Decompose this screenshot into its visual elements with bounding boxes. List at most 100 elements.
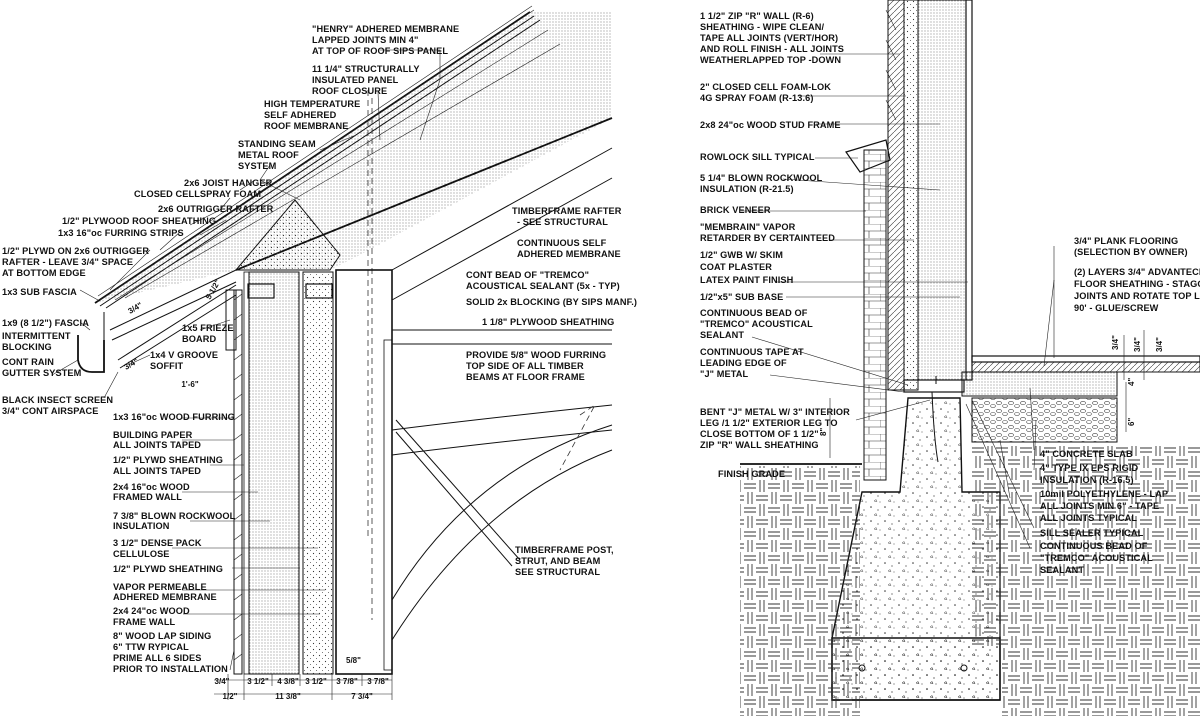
zip-sheathing [887,0,905,391]
dim-label: 3/4" [123,356,141,371]
floor-note: 3/4" PLANK FLOORING [1074,236,1178,246]
dim-label: 4 3/8" [277,677,299,686]
right-note: 1/2"x5" SUB BASE [700,292,783,302]
floor-note: CONTINUOUS BEAD OF [1040,541,1148,551]
floor-note: SILL SEALER TYPICAL [1040,528,1144,538]
left-note: "HENRY" ADHERED MEMBRANE [312,24,459,34]
left-note: BUILDING PAPER [113,430,193,440]
right-note: BENT "J" METAL W/ 3" INTERIOR [700,407,850,417]
floor-note: (SELECTION BY OWNER) [1074,247,1188,257]
left-note: SELF ADHERED [264,110,337,120]
left-note: AT BOTTOM EDGE [2,268,86,278]
right-note: LEADING EDGE OF [700,358,787,368]
dim-label: 1/2" [223,692,238,701]
right-note: "J" METAL [700,369,749,379]
dim-label: 3/4" [127,300,145,315]
left-note: 1/2" PLYWD SHEATHING [113,564,223,574]
left-note: 8" WOOD LAP SIDING [113,631,211,641]
gutter [77,335,105,373]
right-note: 5 1/4" BLOWN ROCKWOOL [700,173,823,183]
left-note: 1/2" PLYWD ON 2x6 OUTRIGGER [2,246,149,256]
left-note: 2x6 JOIST HANGER [184,178,273,188]
right-note: SEALANT [700,330,744,340]
floor-note: "TREMCO" ACOUSTICAL [1040,553,1153,563]
left-note: SOFFIT [150,361,184,371]
center-note: TIMBERFRAME POST, [515,545,614,555]
left-note: INSULATED PANEL [312,75,399,85]
right-detail-notes: 1 1/2" ZIP "R" WALL (R-6)SHEATHING - WIP… [700,11,850,479]
spray-foam-wall [903,0,919,391]
center-note: TOP SIDE OF ALL TIMBER [466,361,584,371]
roof-wall-detail [77,5,613,700]
left-note: 2x4 24"oc WOOD [113,606,190,616]
left-note: HIGH TEMPERATURE [264,99,360,109]
left-note: AT TOP OF ROOF SIPS PANEL [312,46,448,56]
right-note: SHEATHING - WIPE CLEAN/ [700,22,824,32]
right-note: LATEX PAINT FINISH [700,275,794,285]
right-note: BRICK VENEER [700,205,771,215]
right-note: 1 1/2" ZIP "R" WALL (R-6) [700,11,814,21]
left-note: CELLULOSE [113,549,170,559]
floor-note: ALL JOINTS MIN 6" - TAPE [1040,501,1159,511]
left-note: ROOF MEMBRANE [264,121,349,131]
rockwool-wall [248,271,300,675]
left-note: 3/4" CONT AIRSPACE [2,406,99,416]
dim-label: 3/4" [215,677,230,686]
right-note: "MEMBRAIN" VAPOR [700,222,796,232]
left-note: 6" TTW RYPICAL [113,642,189,652]
center-note: SOLID 2x BLOCKING (BY SIPS MANF.) [466,297,637,307]
center-note: TIMBERFRAME RAFTER [512,206,622,216]
right-note: 2x8 24"oc WOOD STUD FRAME [700,120,841,130]
dim-label: 6" [1127,418,1136,426]
left-note: FRAME WALL [113,617,176,627]
floor-note: 4" CONCRETE SLAB [1040,449,1133,459]
right-note: AND ROLL FINISH - ALL JOINTS [700,44,844,54]
floor-slab-notes: 3/4" PLANK FLOORING(SELECTION BY OWNER)(… [1040,236,1200,575]
left-note: PRIOR TO INSTALLATION [113,664,228,674]
floor-note: INSULATION (R-16.5) [1040,475,1134,485]
dim-label: 3/4" [1133,337,1142,352]
left-note: 1x3 SUB FASCIA [2,287,77,297]
center-note: CONTINUOUS SELF [517,238,607,248]
floor-note: 90' - GLUE/SCREW [1074,303,1159,313]
spray-foam [234,199,341,271]
center-note: - SEE STRUCTURAL [517,217,608,227]
lap-siding [233,289,243,675]
dim-label: 3 1/2" [247,677,269,686]
left-note: GUTTER SYSTEM [2,368,82,378]
left-note: BOARD [182,334,216,344]
center-note: CONT BEAD OF "TREMCO" [466,270,589,280]
advantech-sheathing [971,361,1200,373]
left-note: 1x4 V GROOVE [150,350,218,360]
center-note: PROVIDE 5/8" WOOD FURRING [466,350,606,360]
dim-label: 8" [819,428,828,436]
right-note: 4G SPRAY FOAM (R-13.6) [700,93,814,103]
right-note: TAPE ALL JOINTS (VERT/HOR) [700,33,838,43]
left-note: 1x5 FRIEZE [182,323,234,333]
floor-note: JOINTS AND ROTATE TOP LAYER [1074,291,1200,301]
center-note: ACOUSTICAL SEALANT (5x - TYP) [466,281,620,291]
dim-label: 3/4" [1155,337,1164,352]
earth-left [740,466,860,716]
right-note: 1/2" GWB W/ SKIM [700,250,783,260]
left-note: RAFTER - LEAVE 3/4" SPACE [2,257,133,267]
right-note: COAT PLASTER [700,262,772,272]
left-note: BLOCKING [2,342,52,352]
left-note: BLACK INSECT SCREEN [2,395,113,405]
left-note: METAL ROOF [238,150,299,160]
dim-label: 3 1/2" [305,677,327,686]
left-note: INSULATION [113,521,170,531]
left-note: ROOF CLOSURE [312,86,387,96]
dim-label: 5/8" [346,656,361,665]
right-note: CONTINUOUS TAPE AT [700,347,804,357]
left-note: 3 1/2" DENSE PACK [113,538,202,548]
right-note: 2" CLOSED CELL FOAM-LOK [700,82,831,92]
left-note: 1x9 (8 1/2") FASCIA [2,318,89,328]
dim-label: 3 7/8" [367,677,389,686]
right-note: FINISH GRADE [718,469,785,479]
left-note: 2x4 16"oc WOOD [113,482,190,492]
left-leaders [51,49,441,671]
left-note: ADHERED MEMBRANE [113,592,217,602]
floor-note: ALL JOINTS TYPICAL [1040,513,1137,523]
left-note: PRIME ALL 6 SIDES [113,653,202,663]
